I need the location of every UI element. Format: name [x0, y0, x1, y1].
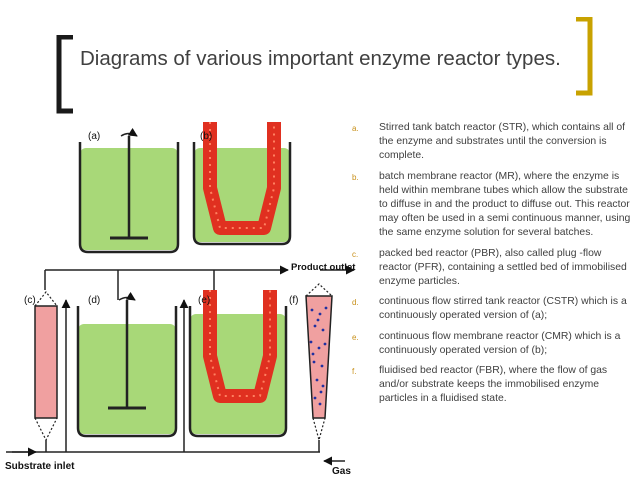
list-marker: a. — [352, 124, 359, 133]
product-outlet-line: Product outlet — [44, 262, 356, 300]
label-a: (a) — [88, 131, 100, 142]
label-f: (f) — [289, 295, 298, 306]
list-marker: e. — [352, 332, 359, 342]
slide-title: Diagrams of various important enzyme rea… — [80, 47, 561, 70]
reactor-f-particles — [309, 306, 328, 406]
list-item-text: continuous flow membrane reactor (CMR) w… — [379, 330, 621, 356]
reactor-c: (c) — [24, 291, 58, 452]
list-marker: b. — [352, 172, 359, 182]
reactor-e: (e) — [188, 290, 288, 438]
list-item: c. packed bed reactor (PBR), also called … — [352, 247, 634, 290]
list-item-text: fluidised bed reactor (FBR), where the f… — [379, 365, 608, 405]
label-d: (d) — [88, 295, 100, 306]
list-item-text: batch membrane reactor (MR), where the e… — [379, 170, 631, 239]
reactor-e-vessel — [188, 306, 288, 438]
reactor-a-vessel — [78, 142, 180, 254]
label-b: (b) — [200, 131, 212, 142]
reactor-d-vessel — [76, 306, 178, 438]
list-item: e. continuous flow membrane reactor (CMR)… — [352, 330, 634, 358]
reactor-b: (b) — [192, 122, 292, 246]
list-item: a. Stirred tank batch reactor (STR), whic… — [352, 121, 634, 164]
list-item: f. fluidised bed reactor (FBR), where the… — [352, 364, 634, 407]
right-bracket — [576, 17, 593, 96]
reactor-diagram: (a) (b) Product outlet (c) (d) — [5, 122, 356, 477]
list-item: b. batch membrane reactor (MR), where the… — [352, 170, 634, 241]
label-substrate-inlet: Substrate inlet — [5, 461, 75, 472]
label-product-outlet: Product outlet — [291, 262, 356, 273]
label-c: (c) — [24, 295, 36, 306]
substrate-inlet-line: Substrate inlet — [5, 299, 320, 472]
reactor-type-list: a. Stirred tank batch reactor (STR), whic… — [352, 121, 634, 413]
label-e: (e) — [198, 295, 210, 306]
reactor-f: (f) — [289, 283, 333, 452]
list-item-text: continuous flow stirred tank reactor (CS… — [379, 296, 627, 322]
list-item: d. continuous flow stirred tank reactor (… — [352, 295, 634, 323]
list-marker: c. — [352, 249, 359, 259]
reactor-b-vessel — [192, 142, 292, 246]
list-marker: f. — [352, 367, 357, 377]
gas-inlet: Gas — [323, 456, 351, 477]
list-item-text: packed bed reactor (PBR), also called pl… — [379, 247, 627, 288]
left-bracket — [56, 35, 73, 114]
label-gas: Gas — [332, 466, 351, 477]
list-marker: d. — [352, 298, 359, 308]
list-item-text: Stirred tank batch reactor (STR), which … — [379, 122, 626, 162]
reactor-d: (d) — [76, 291, 178, 438]
reactor-a: (a) — [78, 127, 180, 254]
reactor-c-column — [34, 305, 58, 419]
